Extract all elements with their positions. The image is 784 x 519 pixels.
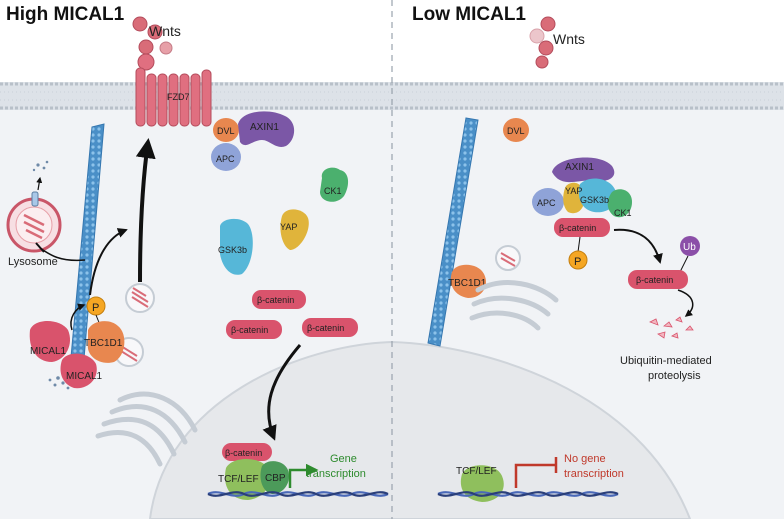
ub-label: Ub xyxy=(683,242,696,253)
left-panel-title: High MICAL1 xyxy=(6,4,125,25)
wnts-label-left: Wnts xyxy=(149,23,181,39)
beta-catenin-complex xyxy=(554,218,610,237)
gsk3b-protein-left xyxy=(220,218,253,275)
yap-label-right: YAP xyxy=(565,186,582,196)
ck1-label-right: CK1 xyxy=(614,208,632,218)
cell-membrane xyxy=(0,82,784,110)
gene-transcription-label-2: transcription xyxy=(306,468,366,480)
ck1-protein-left xyxy=(320,167,349,202)
no-gene-label-1: No gene xyxy=(564,453,606,465)
lysosome-particles xyxy=(32,160,49,172)
apc-label-left: APC xyxy=(216,154,235,164)
dvl-protein-right xyxy=(503,118,529,142)
gene-activation-arrow xyxy=(288,463,319,488)
yap-protein-left xyxy=(280,209,309,250)
gene-inhibition-arrow xyxy=(514,463,556,488)
beta-catenin-label-1: β-catenin xyxy=(257,295,294,305)
recycling-arrow-to-membrane xyxy=(135,138,156,283)
tbc1d1-label-left: TBC1D1 xyxy=(84,338,123,349)
arrow-mical1-to-p xyxy=(70,303,86,331)
axin1-protein-left xyxy=(238,111,295,147)
golgi-right xyxy=(469,280,559,331)
tcf-lef-label-right: TCF/LEF xyxy=(456,466,497,477)
proteolysis-label-2: proteolysis xyxy=(648,370,701,382)
tcf-lef-left xyxy=(224,459,270,500)
arrow-to-nucleus xyxy=(262,344,302,441)
mical1-particles xyxy=(48,376,70,390)
tbc1d1-protein-left xyxy=(87,321,125,363)
arrow-to-vesicle xyxy=(89,228,128,296)
beta-catenin-ub-label: β-catenin xyxy=(636,275,673,285)
nuclear-beta-catenin-label: β-catenin xyxy=(225,448,262,458)
tbc1d1-label-right: TBC1D1 xyxy=(448,278,487,289)
dvl-protein-left xyxy=(213,118,239,142)
mical1-label-a: MICAL1 xyxy=(30,346,67,357)
cbp-protein xyxy=(260,461,290,494)
golgi-left xyxy=(95,391,198,467)
phospho-label-left: P xyxy=(92,302,99,314)
proteolysis-fragments xyxy=(649,316,694,339)
axin1-label-right: AXIN1 xyxy=(565,162,594,173)
fzd7-label: FZD7 xyxy=(167,92,190,102)
dna-right xyxy=(437,491,619,497)
mical1-label-b: MICAL1 xyxy=(66,371,103,382)
lysosome xyxy=(6,176,62,253)
fzd7-receptor xyxy=(135,53,212,127)
yap-label-left: YAP xyxy=(280,222,297,232)
dvl-label-left: DVL xyxy=(217,126,235,136)
dvl-label-right: DVL xyxy=(507,126,525,136)
tcf-lef-label-left: TCF/LEF xyxy=(218,474,259,485)
nuclear-beta-catenin xyxy=(222,443,272,461)
microtubule-right xyxy=(427,117,479,347)
wnt-ligands-left xyxy=(132,16,173,55)
lysosome-label: Lysosome xyxy=(8,256,58,268)
beta-catenin-ub xyxy=(628,270,688,289)
arrow-to-ubiquitination xyxy=(613,228,663,264)
mical1-protein-a xyxy=(29,321,71,362)
no-gene-label-2: transcription xyxy=(564,468,624,480)
ck1-label-left: CK1 xyxy=(324,186,342,196)
axin1-label-left: AXIN1 xyxy=(250,122,279,133)
arrow-to-proteolysis xyxy=(677,289,694,317)
beta-catenin-cyto-2 xyxy=(226,320,282,339)
inhibit-bar-lysosome xyxy=(35,242,45,253)
vesicle-left-1 xyxy=(125,283,155,313)
vesicle-right xyxy=(495,245,521,271)
apc-protein-left xyxy=(211,143,241,171)
wnts-label-right: Wnts xyxy=(553,31,585,47)
right-panel-title: Low MICAL1 xyxy=(412,4,526,25)
ub-link xyxy=(679,255,689,273)
apc-label-right: APC xyxy=(537,198,556,208)
phospho-label-right: P xyxy=(574,256,581,268)
dna-left xyxy=(207,491,389,497)
beta-catenin-label-2: β-catenin xyxy=(231,325,268,335)
gsk3b-label-right: GSK3b xyxy=(580,195,609,205)
ubiquitin xyxy=(680,236,700,256)
beta-catenin-cyto-3 xyxy=(302,318,358,337)
phospho-link-right xyxy=(577,236,581,253)
wnt-ligands-right xyxy=(529,16,556,69)
gsk3b-label-left: GSK3b xyxy=(218,245,247,255)
destruction-complex xyxy=(532,157,632,218)
proteolysis-label-1: Ubiquitin-mediated xyxy=(620,355,712,367)
mical1-protein-b xyxy=(60,353,97,389)
gene-transcription-label-1: Gene xyxy=(330,453,357,465)
cbp-label: CBP xyxy=(265,473,286,484)
beta-catenin-cyto-1 xyxy=(252,290,306,309)
beta-catenin-label-3: β-catenin xyxy=(307,323,344,333)
beta-catenin-complex-label: β-catenin xyxy=(559,223,596,233)
phospho-right xyxy=(568,250,588,270)
